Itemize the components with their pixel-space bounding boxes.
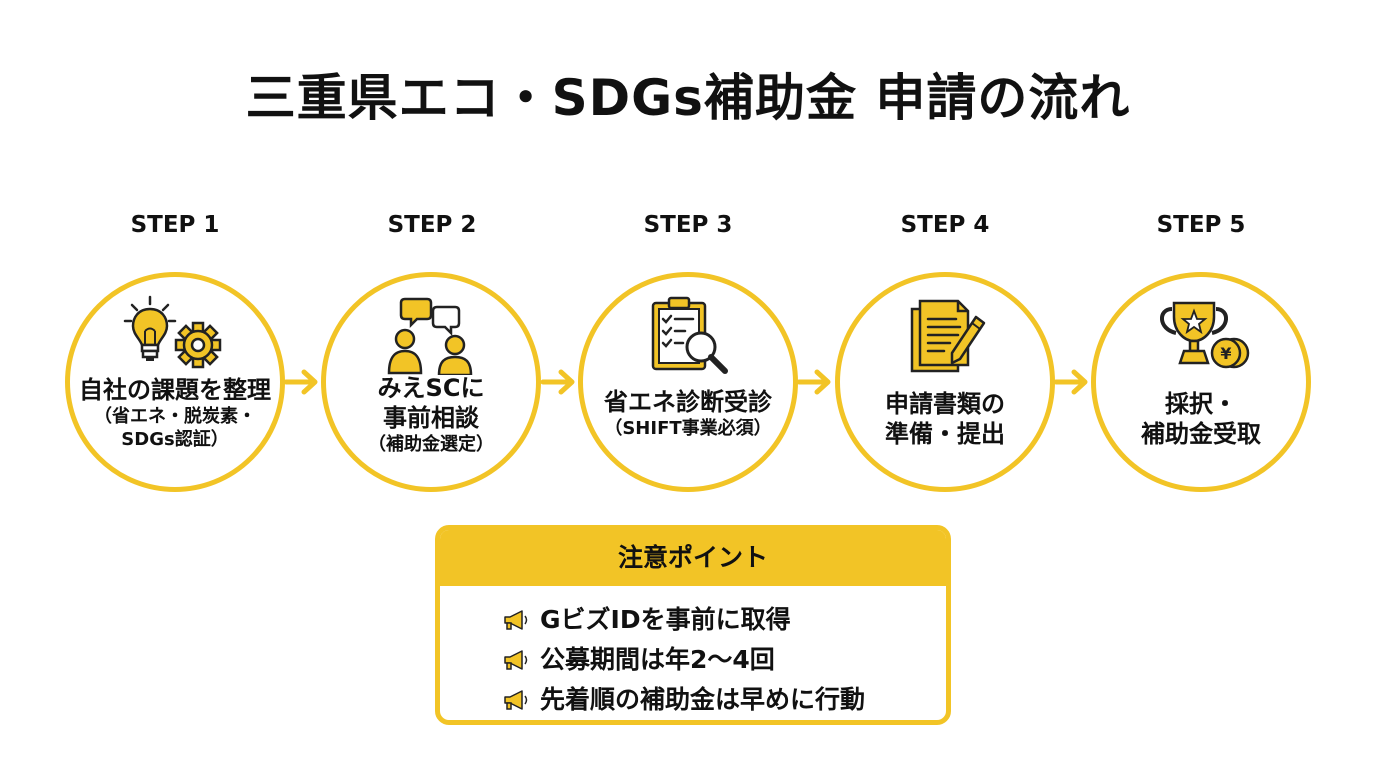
step-2-main-text-1: みえSCに [377, 374, 485, 402]
lightbulb-gear-icon [123, 295, 222, 369]
megaphone-icon [504, 610, 528, 630]
step-2-text: みえSCに 事前相談 （補助金選定） [326, 373, 536, 456]
megaphone-icon [504, 690, 528, 710]
consultation-icon [387, 297, 473, 375]
step-3-sub-text: （SHIFT事業必須） [604, 418, 772, 439]
trophy-coins-icon: ¥ [1160, 301, 1250, 369]
step-5-label: STEP 5 [1156, 212, 1246, 238]
notice-list: GビズIDを事前に取得 公募期間は年2〜4回 先着順の補助金は早めに行動 [440, 586, 946, 720]
step-3-text: 省エネ診断受診 （SHIFT事業必須） [583, 387, 793, 440]
step-4-text: 申請書類の 準備・提出 [840, 389, 1050, 449]
step-5-circle: ¥ 採択・ 補助金受取 [1091, 272, 1311, 492]
step-5-main-text-2: 補助金受取 [1141, 420, 1261, 448]
step-2-sub-text: （補助金選定） [368, 434, 494, 455]
list-item: GビズIDを事前に取得 [502, 600, 946, 640]
arrow-right-icon [1054, 369, 1088, 395]
clipboard-magnifier-icon [651, 296, 728, 374]
step-1-sub-text-1: （省エネ・脱炭素・ [94, 406, 256, 427]
step-1-circle: 自社の課題を整理 （省エネ・脱炭素・ SDGs認証） [65, 272, 285, 492]
notice-title: 注意ポイント [440, 530, 946, 586]
step-2-circle: みえSCに 事前相談 （補助金選定） [321, 272, 541, 492]
page-title: 三重県エコ・SDGs補助金 申請の流れ [245, 69, 1131, 127]
step-4-main-text-2: 準備・提出 [885, 420, 1005, 448]
step-4-circle: 申請書類の 準備・提出 [835, 272, 1055, 492]
step-5-main-text-1: 採択・ [1165, 390, 1237, 418]
step-4-main-text-1: 申請書類の [885, 390, 1005, 418]
arrow-right-icon [541, 369, 575, 395]
notice-item-text: 先着順の補助金は早めに行動 [540, 685, 866, 714]
step-4-label: STEP 4 [900, 212, 990, 238]
step-1-text: 自社の課題を整理 （省エネ・脱炭素・ SDGs認証） [70, 375, 280, 452]
step-3-label: STEP 3 [643, 212, 733, 238]
step-1-sub-text-2: SDGs認証） [121, 429, 229, 451]
step-5-text: 採択・ 補助金受取 [1096, 389, 1306, 449]
arrow-right-icon [797, 369, 831, 395]
notice-box: 注意ポイント GビズIDを事前に取得 公募期間は年2〜4回 先 [435, 525, 951, 725]
step-3-main-text: 省エネ診断受診 [604, 388, 772, 416]
step-2-label: STEP 2 [387, 212, 477, 238]
list-item: 先着順の補助金は早めに行動 [502, 680, 946, 720]
notice-item-text: 公募期間は年2〜4回 [540, 645, 775, 674]
step-2-main-text-2: 事前相談 [383, 404, 479, 432]
arrow-right-icon [284, 369, 318, 395]
document-pen-icon [910, 299, 986, 373]
step-1-main-text: 自社の課題を整理 [79, 376, 271, 404]
notice-item-text: GビズIDを事前に取得 [540, 605, 791, 634]
step-1-label: STEP 1 [130, 212, 220, 238]
list-item: 公募期間は年2〜4回 [502, 640, 946, 680]
step-3-circle: 省エネ診断受診 （SHIFT事業必須） [578, 272, 798, 492]
svg-text:¥: ¥ [1220, 344, 1231, 363]
megaphone-icon [504, 650, 528, 670]
